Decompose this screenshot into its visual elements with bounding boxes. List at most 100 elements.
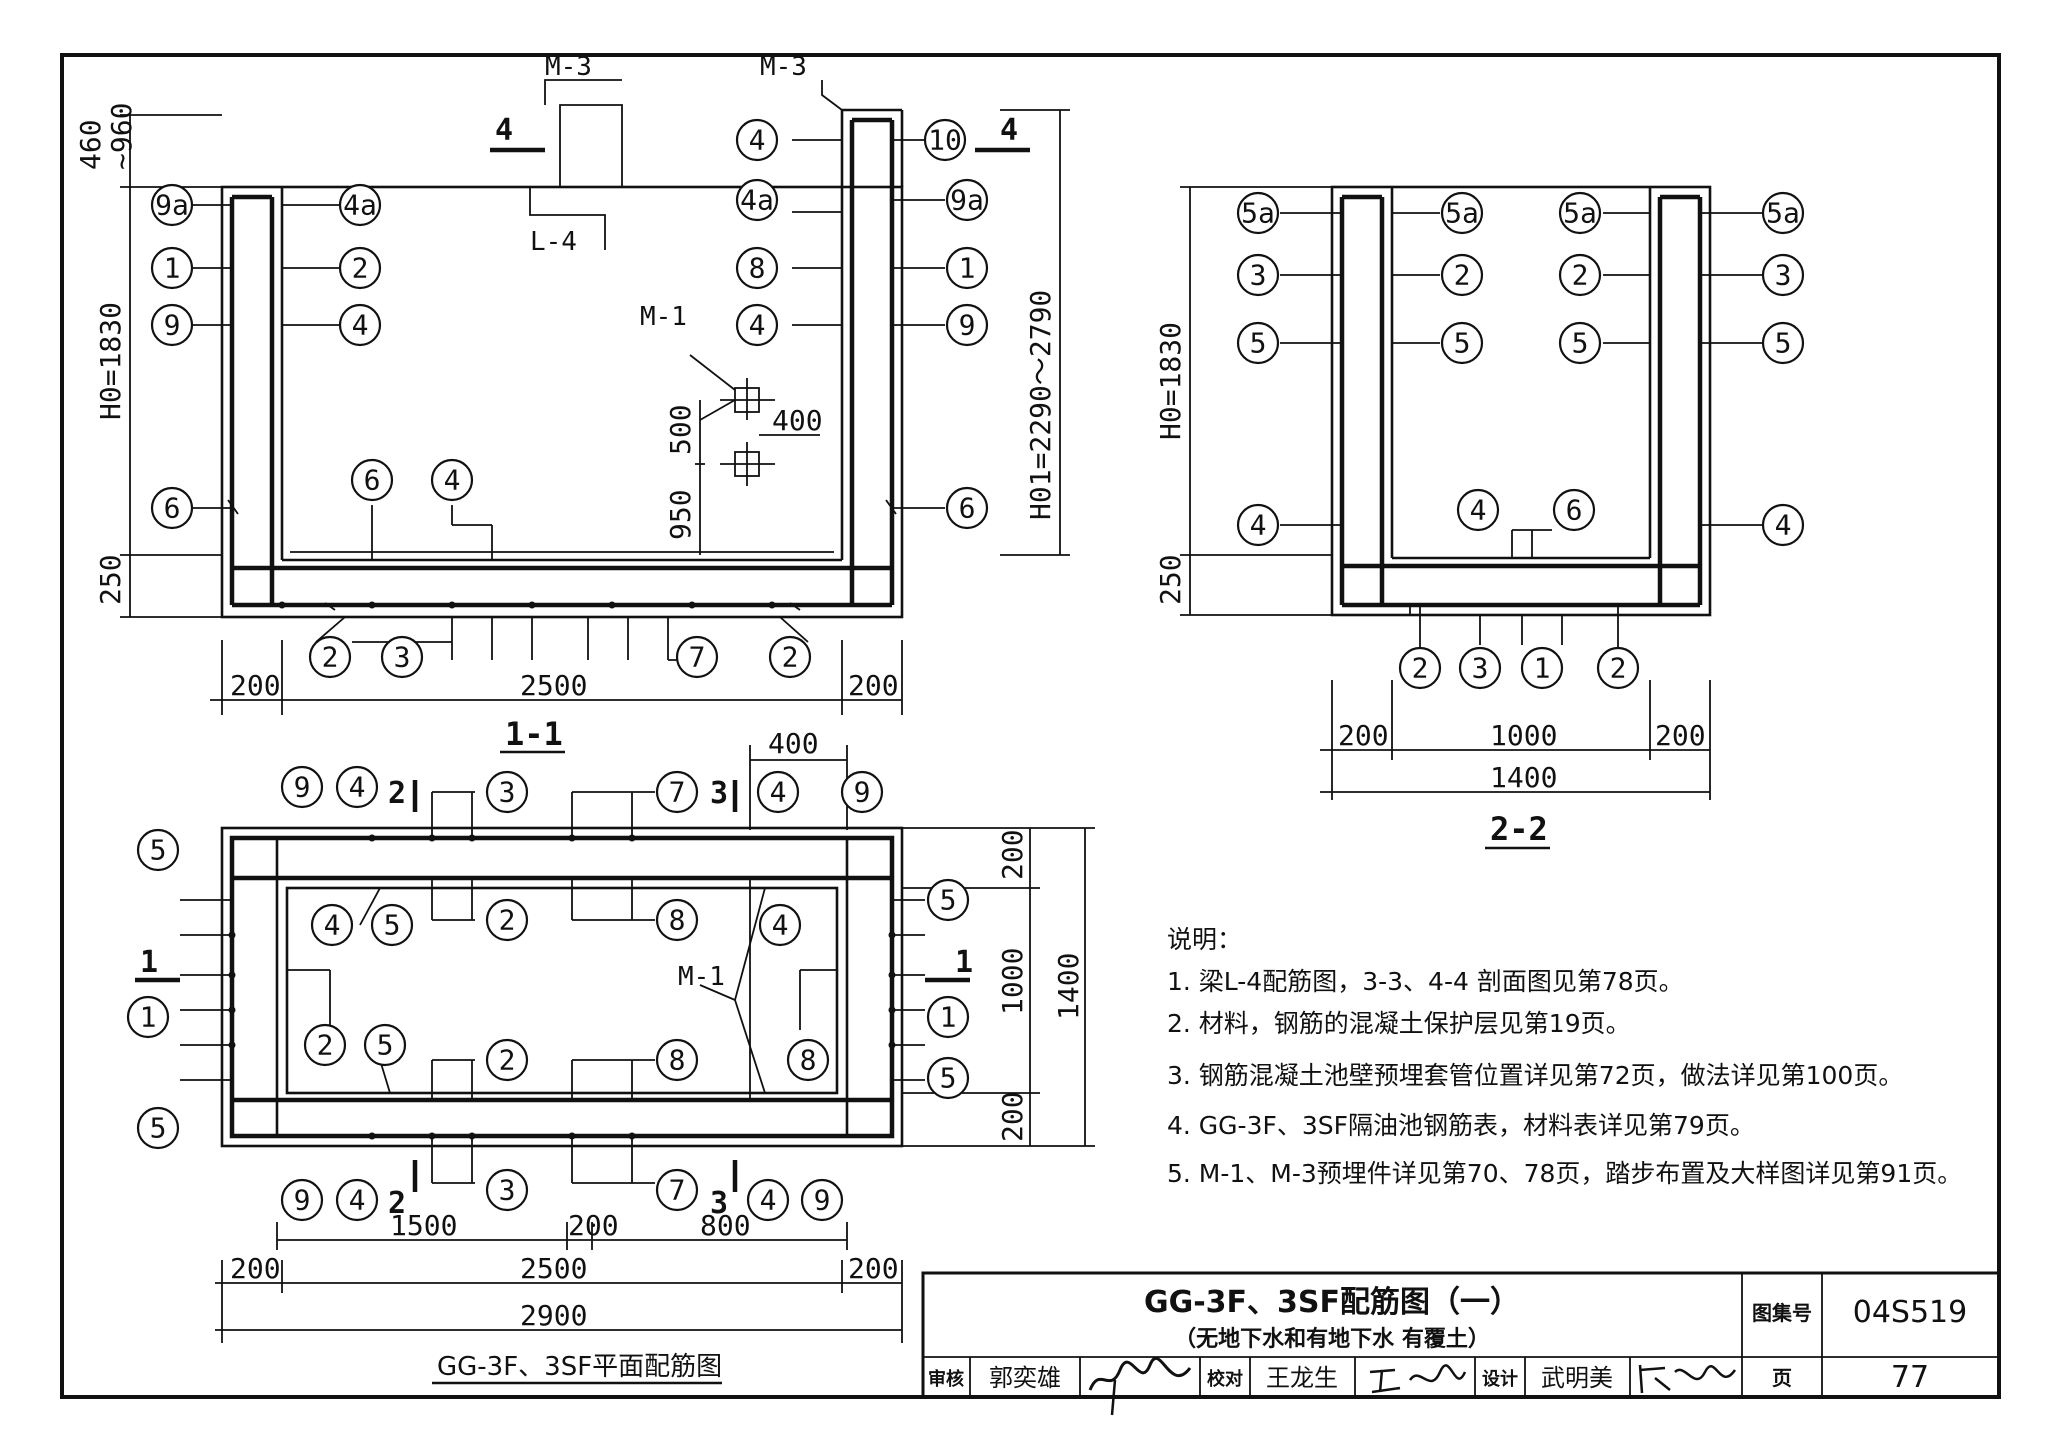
svg-text:2: 2 [1610,652,1627,685]
svg-text:3: 3 [1250,259,1267,292]
svg-text:1: 1 [940,1001,957,1034]
bubble: 9a [945,178,989,222]
svg-text:4: 4 [760,1184,777,1217]
svg-text:5: 5 [1775,327,1792,360]
svg-text:8: 8 [669,904,686,937]
drawing-title: GG-3F、3SF配筋图（一） [1144,1285,1520,1320]
plan-dim-1500: 1500 [390,1209,457,1242]
svg-text:2: 2 [317,1029,334,1062]
svg-text:9: 9 [294,771,311,804]
bubble: 2 [1398,646,1442,690]
bubble: 4a [338,183,382,227]
dim-950: 950 [664,489,697,540]
bubble: 8 [786,1038,830,1082]
bubble: 5 [926,1056,970,1100]
bubble: 4 [1456,488,1500,532]
svg-text:2: 2 [1454,259,1471,292]
dimensions-1-1 [120,109,1070,715]
svg-text:5: 5 [1572,327,1589,360]
svg-text:4a: 4a [343,189,377,222]
svg-text:4: 4 [444,464,461,497]
bar-hooks [227,499,897,611]
bubble: 9 [945,303,989,347]
drawing-subtitle: （无地下水和有地下水 有覆土） [1174,1326,1490,1352]
reviewer-signature [1088,1356,1192,1416]
bubble: 9a [150,183,194,227]
bubble: 4 [430,458,474,502]
bubble: 1 [945,246,989,290]
m3-left-label: M-3 [545,52,592,82]
bubble: 5 [1236,321,1280,365]
note-item: 1. 梁L-4配筋图，3-3、4-4 剖面图见第78页。 [1167,967,1684,996]
page-label: 页 [1772,1366,1792,1390]
bubble: 2 [303,1023,347,1067]
plan-dim-200r: 200 [848,1252,899,1285]
bubble: 1 [1520,646,1564,690]
svg-text:10: 10 [928,124,962,157]
bubble: 5 [136,1106,180,1150]
plan-dim-200b: 200 [996,1091,1029,1142]
bubble: 7 [655,1168,699,1212]
bubble: 2 [308,635,352,679]
svg-text:4: 4 [749,309,766,342]
bubble: 9 [280,765,324,809]
bubble: 6 [350,458,394,502]
svg-text:4: 4 [1775,509,1792,542]
svg-text:7: 7 [669,1174,686,1207]
atlas-number: 04S519 [1853,1295,1967,1330]
section-4-left: 4 [495,113,513,148]
svg-text:2: 2 [352,252,369,285]
dim-w-mid-2: 1000 [1490,719,1557,752]
note-item: 5. M-1、M-3预埋件详见第70、78页，踏步布置及大样图详见第91页。 [1167,1159,1962,1188]
bubble: 6 [1552,488,1596,532]
bubble: 8 [655,898,699,942]
svg-text:3: 3 [394,641,411,674]
bubble: 8 [655,1038,699,1082]
svg-text:5: 5 [940,884,957,917]
bubble: 5 [136,828,180,872]
section-2-2: H0=1830 250 200 1000 200 1400 2-2 5a 3 5… [1154,185,1805,850]
bubble: 4 [756,770,800,814]
dim-slab-2: 250 [1154,554,1187,605]
bubble: 4 [310,903,354,947]
plan-dim-1400: 1400 [1052,953,1085,1020]
plan-outer [220,826,904,1148]
bubble: 5 [370,903,414,947]
bubble: 3 [1761,253,1805,297]
dimensions-2-2 [1180,186,1711,800]
svg-text:7: 7 [669,776,686,809]
beam-l4-label: L-4 [530,227,577,257]
svg-text:2: 2 [1572,259,1589,292]
plan-cut-1-left: 1 [140,945,158,980]
svg-text:5a: 5a [1766,197,1800,230]
svg-text:9: 9 [959,309,976,342]
section-2-2-title: 2-2 [1490,810,1548,848]
section-1-1: 4 4 M-3 M-3 L-4 M-1 460~960 H0=1830 H01=… [74,52,1070,754]
svg-text:5: 5 [150,834,167,867]
bubble: 7 [675,635,719,679]
plan-section-cuts: 1 1 2 2 3 3 M-1 [135,776,973,1221]
section-1-1-title: 1-1 [505,715,563,753]
atlas-label: 图集号 [1752,1301,1812,1325]
svg-text:4: 4 [1470,494,1487,527]
bubble: 5 [926,878,970,922]
svg-text:2: 2 [322,641,339,674]
bubble: 5 [1558,321,1602,365]
bubble: 5a [1236,191,1280,235]
dim-h0: H0=1830 [94,302,127,420]
svg-text:5a: 5a [1563,197,1597,230]
title-block: GG-3F、3SF配筋图（一） （无地下水和有地下水 有覆土） 图集号 04S5… [921,1271,2001,1416]
svg-text:8: 8 [749,252,766,285]
svg-text:9: 9 [814,1184,831,1217]
bubble: 1 [150,246,194,290]
bubble: 1 [126,995,170,1039]
plan-title: GG-3F、3SF平面配筋图 [437,1352,722,1382]
plan-dim-1000: 1000 [996,948,1029,1015]
bubble: 4 [735,303,779,347]
beam-l4-outline [559,104,623,187]
note-item: 3. 钢筋混凝土池壁预埋套管位置详见第72页，做法详见第100页。 [1167,1061,1903,1090]
svg-text:1: 1 [140,1001,157,1034]
svg-text:5: 5 [940,1062,957,1095]
plan-cut-2-bottom: 2 [388,1186,406,1221]
